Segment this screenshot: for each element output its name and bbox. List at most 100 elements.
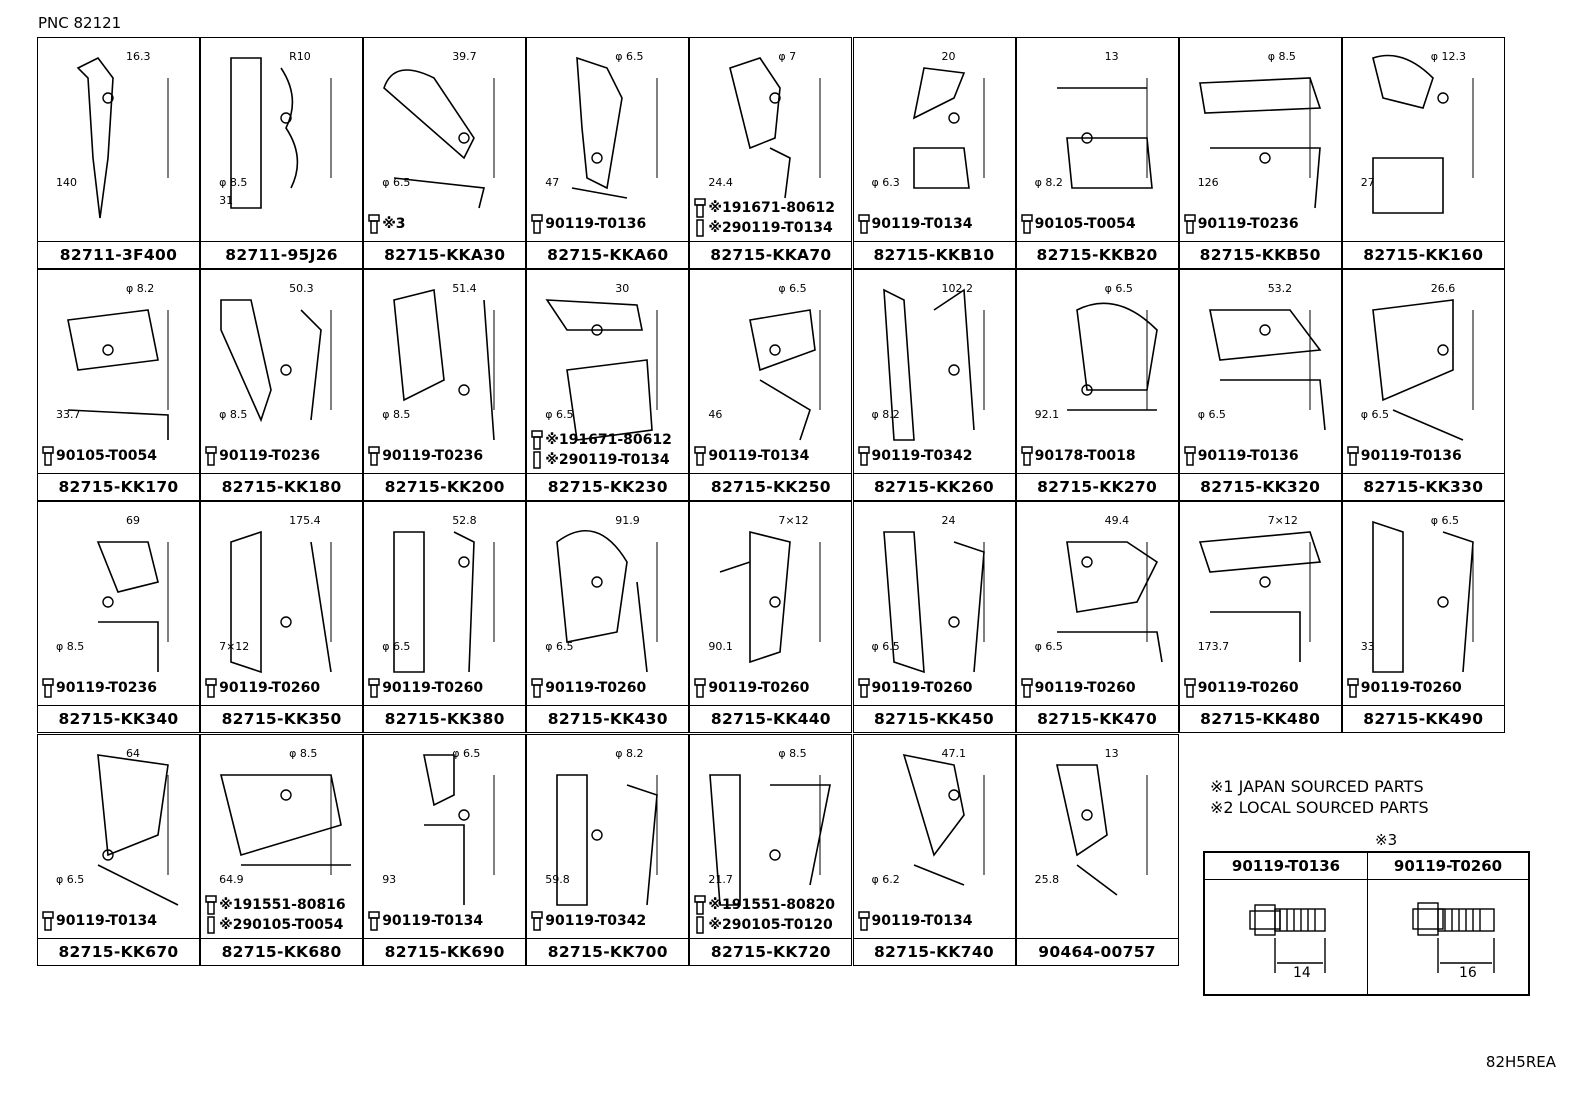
part-drawing <box>393 531 495 674</box>
part-number[interactable]: 82711-3F400 <box>38 241 199 268</box>
dimension-label: 7×12 <box>778 514 809 528</box>
part-number[interactable]: 82715-KKB50 <box>1179 241 1341 268</box>
part-number[interactable]: 82715-KK340 <box>38 705 199 732</box>
part-number[interactable]: 82715-KKA70 <box>690 241 852 268</box>
part-number[interactable]: 82711-95J26 <box>201 241 363 268</box>
part-number[interactable]: 90464-00757 <box>1016 937 1178 965</box>
part-number[interactable]: 82715-KK700 <box>527 937 689 965</box>
part-number[interactable]: 82715-KK170 <box>38 473 199 500</box>
mounting-hole <box>102 596 114 609</box>
part-number[interactable]: 82715-KK690 <box>364 937 526 965</box>
bolt-length-right: 16 <box>1459 965 1477 981</box>
part-number[interactable]: 82715-KK470 <box>1016 705 1178 732</box>
bolt-table-drawings <box>1249 902 1495 973</box>
bolt-part-number: ※290119-T0134 <box>545 452 670 469</box>
mounting-hole <box>1080 556 1093 569</box>
part-drawing <box>230 531 332 674</box>
part-number[interactable]: 82715-KK430 <box>527 705 689 732</box>
dimension-label: 64 <box>126 746 140 760</box>
dimension-label: φ 6.5 <box>382 640 411 654</box>
part-number[interactable]: 82715-KK260 <box>853 473 1015 500</box>
mounting-hole <box>1080 132 1093 144</box>
part-number[interactable]: 82715-KKB10 <box>853 241 1015 268</box>
part-number[interactable]: 82715-KK680 <box>201 937 363 965</box>
part-drawing <box>1066 302 1158 411</box>
bolt-icon <box>694 446 707 466</box>
dimension-label: 20 <box>941 50 956 63</box>
dimension-label: φ 8.2 <box>126 282 155 296</box>
part-outline <box>393 531 476 674</box>
part-number[interactable]: 82715-KK670 <box>38 937 199 965</box>
part-number[interactable]: 82715-KK490 <box>1342 705 1504 732</box>
dimension-label: φ 8.2 <box>871 408 900 422</box>
part-number[interactable]: 82715-KK740 <box>853 937 1015 965</box>
part-outline <box>1208 309 1326 431</box>
bolt-icon <box>368 446 380 466</box>
part-number[interactable]: 82715-KK180 <box>201 473 363 500</box>
mounting-hole <box>947 364 960 376</box>
part-number[interactable]: 82715-KK440 <box>690 705 852 732</box>
bolt-reference: ※191551-80820 <box>694 894 835 915</box>
part-number[interactable]: 82715-KK160 <box>1342 241 1504 268</box>
part-number[interactable]: 82715-KK200 <box>364 473 526 500</box>
part-number[interactable]: 82715-KK350 <box>201 705 363 732</box>
dimension-label: 7×12 <box>219 640 250 654</box>
part-outline <box>230 57 299 209</box>
part-number[interactable]: 82715-KK230 <box>527 473 689 500</box>
part-number[interactable]: 82715-KKA60 <box>527 241 689 268</box>
part-number[interactable]: 82715-KK270 <box>1016 473 1178 500</box>
part-number[interactable]: 82715-KK380 <box>364 705 526 732</box>
part-number[interactable]: 82715-KK480 <box>1179 705 1341 732</box>
part-number[interactable]: 82715-KKA30 <box>364 241 526 268</box>
part-number[interactable]: 82715-KK330 <box>1342 473 1504 500</box>
part-number[interactable]: 82715-KK450 <box>853 705 1015 732</box>
dimension-label: 91.9 <box>615 514 640 528</box>
part-number[interactable]: 82715-KKB20 <box>1016 241 1178 268</box>
dimension-label: 51.4 <box>452 282 477 296</box>
dimension-label: φ 6.5 <box>1430 514 1460 528</box>
dimension-label: 140 <box>56 176 77 189</box>
dimension-label: φ 8.5 <box>289 746 318 760</box>
bolt-reference: 90119-T0134 <box>694 446 809 466</box>
bolt-drawing-left <box>1249 904 1326 973</box>
bolt-icon <box>1183 678 1196 699</box>
part-number[interactable]: 82715-KK720 <box>690 937 852 965</box>
part-drawing <box>1056 78 1153 189</box>
part-number[interactable]: 82715-KK320 <box>1179 473 1341 500</box>
part-number[interactable]: 82715-KK250 <box>690 473 852 500</box>
